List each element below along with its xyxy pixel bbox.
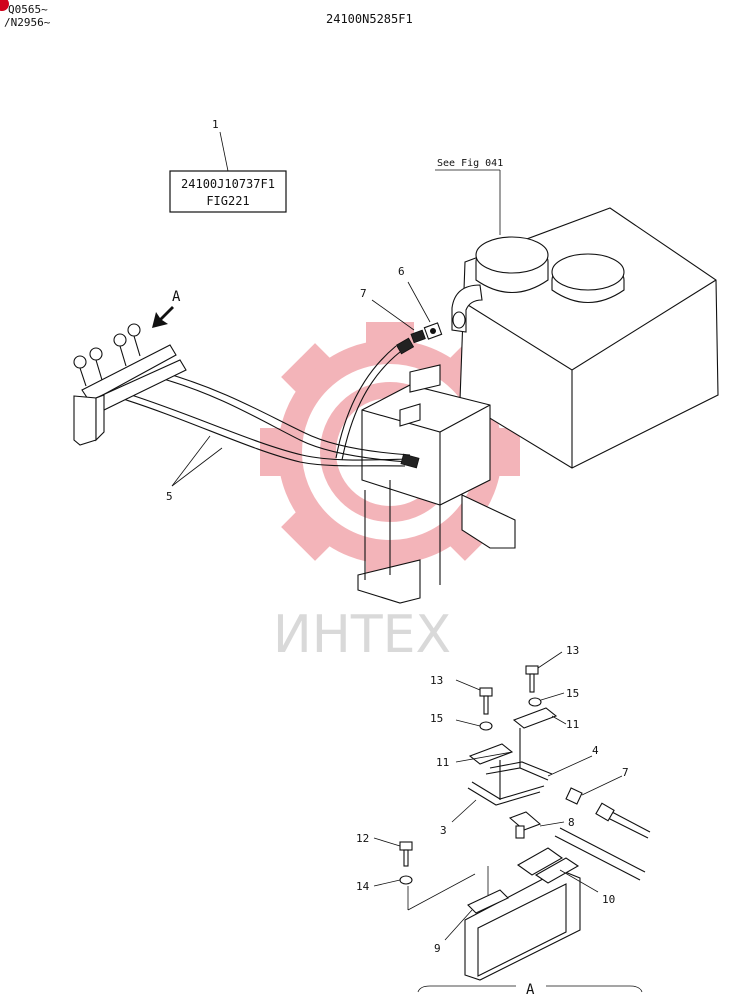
see-fig-reference: See Fig 041 — [437, 158, 503, 169]
callout-1: 1 — [212, 118, 219, 131]
callout-8: 8 — [568, 816, 575, 829]
serial-range-2: /N2956~ — [4, 16, 51, 29]
callout-3: 3 — [440, 824, 447, 837]
control-valve — [357, 364, 516, 604]
serial-range-1: Q0565~ — [8, 3, 48, 16]
view-label-top: A — [172, 289, 181, 305]
drawing-number: 24100N5285F1 — [326, 12, 413, 26]
callout-4: 4 — [592, 744, 599, 757]
reference-figure: FIG221 — [206, 194, 249, 208]
callout-15-right: 15 — [566, 687, 579, 700]
callout-10: 10 — [602, 893, 615, 906]
callout-12: 12 — [356, 832, 369, 845]
watermark-text: ИНТЕХ — [273, 605, 451, 665]
detail-view-a: 9 10 7 8 — [356, 644, 651, 998]
callout-11-right: 11 — [566, 718, 579, 731]
callout-13-right: 13 — [566, 644, 579, 657]
callout-11-left: 11 — [436, 756, 449, 769]
callout-6: 6 — [398, 265, 405, 278]
pilot-hoses: 5 — [119, 337, 420, 503]
pilot-block-assembly — [73, 323, 187, 446]
callout-14: 14 — [356, 880, 370, 893]
reference-box: 24100J10737F1 FIG221 1 — [169, 118, 287, 213]
hydraulic-tank — [451, 207, 719, 469]
callout-9: 9 — [434, 942, 441, 955]
view-label-bottom: A — [526, 982, 535, 998]
marker-badge — [0, 0, 9, 11]
fittings-upper: 6 7 — [360, 265, 443, 344]
callout-13-left: 13 — [430, 674, 443, 687]
callout-7-upper: 7 — [360, 287, 367, 300]
reference-part-number: 24100J10737F1 — [181, 177, 275, 191]
callout-5: 5 — [166, 490, 173, 503]
callout-15-left: 15 — [430, 712, 443, 725]
callout-7-lower: 7 — [622, 766, 629, 779]
view-arrow-a: A — [152, 289, 181, 328]
